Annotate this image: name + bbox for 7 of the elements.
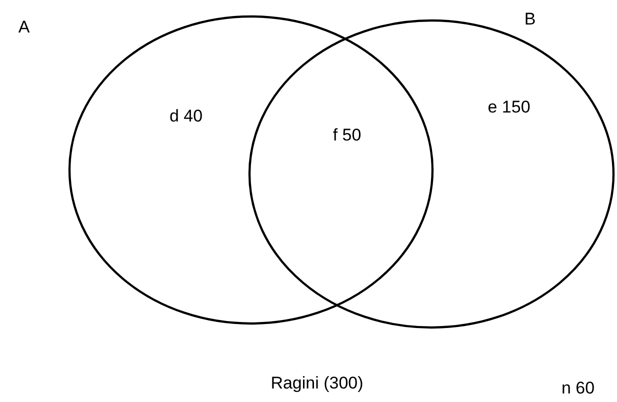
region-count: d 40 (169, 108, 203, 124)
set-name: B (524, 10, 536, 28)
set-name: A (18, 18, 30, 36)
region-count: n 60 (561, 380, 595, 396)
region-count: f 50 (332, 126, 362, 144)
universe-label: Ragini (300) (270, 374, 364, 392)
region-count: e 150 (488, 98, 530, 116)
